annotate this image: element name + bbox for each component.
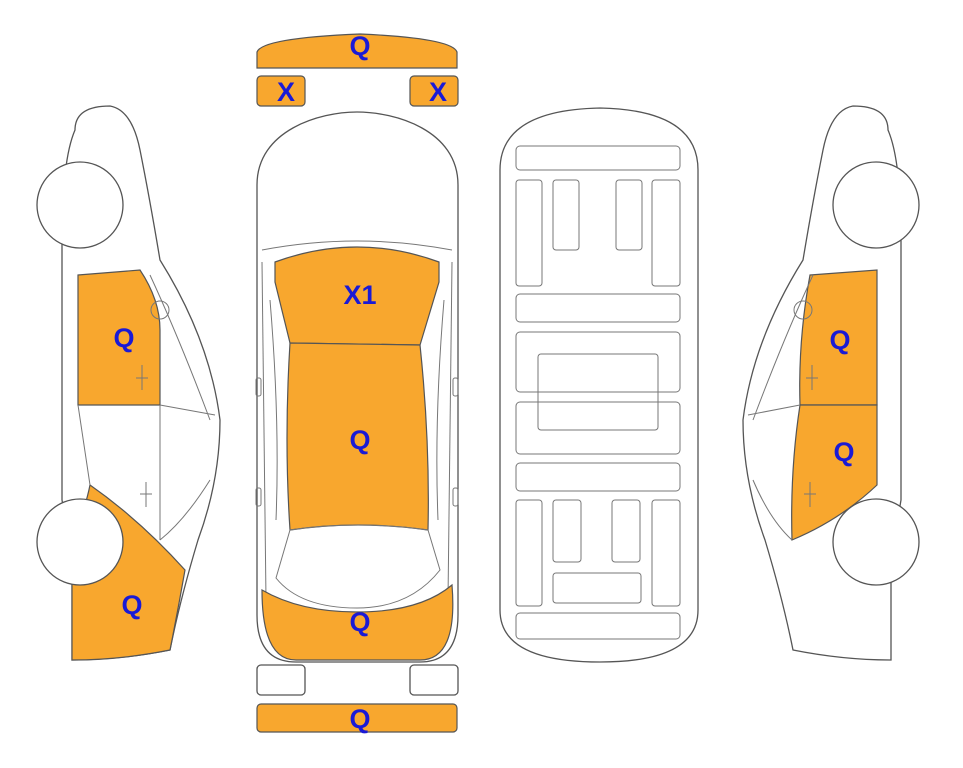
underbody-outline [499, 107, 699, 663]
left-front-door-label: Q [113, 323, 134, 353]
trunk-lid-panel[interactable] [261, 583, 454, 661]
windshield-label: X1 [343, 280, 376, 310]
right-mirror-icon [793, 300, 813, 320]
left-front-wheel [36, 161, 124, 249]
right-side-view: Q Q [742, 105, 920, 661]
trunk-lid-label: Q [349, 607, 370, 637]
roof-label: Q [349, 425, 370, 455]
right-rear-door-label: Q [833, 437, 854, 467]
hood-line [261, 240, 453, 251]
left-front-door-panel[interactable] [77, 269, 161, 406]
rear-bumper-label: Q [349, 704, 370, 734]
top-view: Q X X X1 Q Q Q [255, 31, 459, 734]
left-mirror-icon [150, 300, 170, 320]
right-rear-door-panel[interactable] [791, 404, 878, 541]
taillight-right [409, 664, 459, 696]
left-rear-quarter-label: Q [121, 590, 142, 620]
mirror-left-icon [255, 377, 262, 397]
left-rear-wheel [36, 498, 124, 586]
left-door-handle-icon [136, 365, 148, 390]
rear-window [275, 524, 441, 609]
headlight-right-label: X [429, 77, 447, 107]
underbody-view [499, 107, 699, 663]
right-door-handle-icon [806, 365, 818, 390]
right-rear-wheel [832, 498, 920, 586]
right-front-door-label: Q [829, 325, 850, 355]
windshield-panel[interactable] [274, 246, 440, 346]
mirror-right-icon [452, 377, 459, 397]
taillight-left [256, 664, 306, 696]
headlight-left-panel[interactable] [256, 75, 306, 107]
headlight-right-panel[interactable] [409, 75, 459, 107]
rear-bumper-panel[interactable] [256, 703, 458, 733]
headlight-left-label: X [277, 77, 295, 107]
front-bumper-panel[interactable] [256, 33, 458, 69]
left-side-view: Q Q [36, 105, 221, 661]
right-front-wheel [832, 161, 920, 249]
front-bumper-label: Q [349, 31, 370, 61]
